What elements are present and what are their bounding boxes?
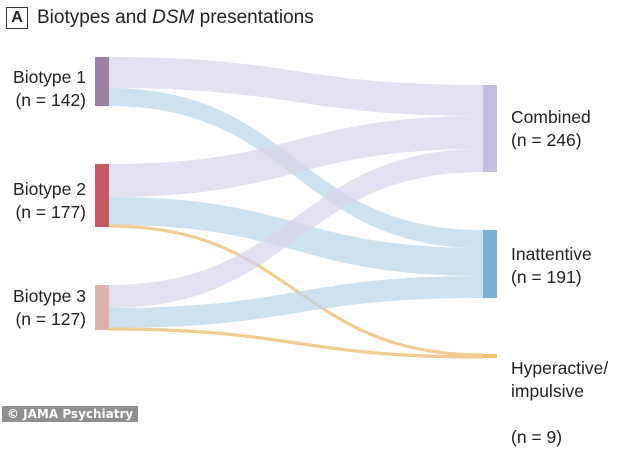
label-biotype-1: Biotype 1 (n = 142) [4, 66, 86, 112]
label-biotype-2: Biotype 2 (n = 177) [4, 178, 86, 224]
sankey-diagram [95, 57, 497, 359]
panel-header: A Biotypes and DSM presentations [6, 7, 314, 29]
combined-name: Combined [511, 107, 591, 127]
biotype-2-count: (n = 177) [15, 202, 86, 222]
inattentive-name: Inattentive [511, 244, 592, 264]
node-b2 [95, 164, 109, 227]
node-hyperactive [483, 354, 497, 358]
nodes-group [95, 57, 497, 358]
title-main: Biotypes and [37, 7, 147, 28]
flow-b1-to-combined [109, 57, 483, 116]
hyperactive-count: (n = 9) [511, 427, 563, 447]
node-combined [483, 85, 497, 172]
combined-count: (n = 246) [511, 130, 582, 150]
hyperactive-name: Hyperactive/ impulsive [511, 358, 609, 401]
panel-letter: A [6, 7, 28, 29]
biotype-2-name: Biotype 2 [13, 179, 86, 199]
label-inattentive: Inattentive (n = 191) [511, 243, 592, 289]
flow-b2-to-combined [109, 116, 483, 197]
flow-b3-to-combined [109, 149, 483, 308]
flows-group [108, 57, 484, 359]
biotype-1-name: Biotype 1 [13, 67, 86, 87]
label-combined: Combined (n = 246) [511, 106, 591, 152]
title-dsm: DSM [152, 7, 195, 28]
label-hyperactive: Hyperactive/ impulsive (n = 9) [511, 334, 608, 472]
biotype-1-count: (n = 142) [15, 90, 86, 110]
panel-title: Biotypes and DSM presentations [37, 7, 314, 29]
node-b3 [95, 285, 109, 330]
node-inattentive [483, 230, 497, 298]
credit-badge: © JAMA Psychiatry [2, 406, 139, 422]
flow-b3-to-inattentive [109, 276, 483, 328]
biotype-3-name: Biotype 3 [13, 286, 86, 306]
biotype-3-count: (n = 127) [15, 309, 86, 329]
label-biotype-3: Biotype 3 (n = 127) [4, 285, 86, 331]
title-rest: presentations [199, 7, 314, 28]
node-b1 [95, 57, 109, 106]
inattentive-count: (n = 191) [511, 267, 582, 287]
flow-b3-to-hyperactive [108, 327, 484, 359]
